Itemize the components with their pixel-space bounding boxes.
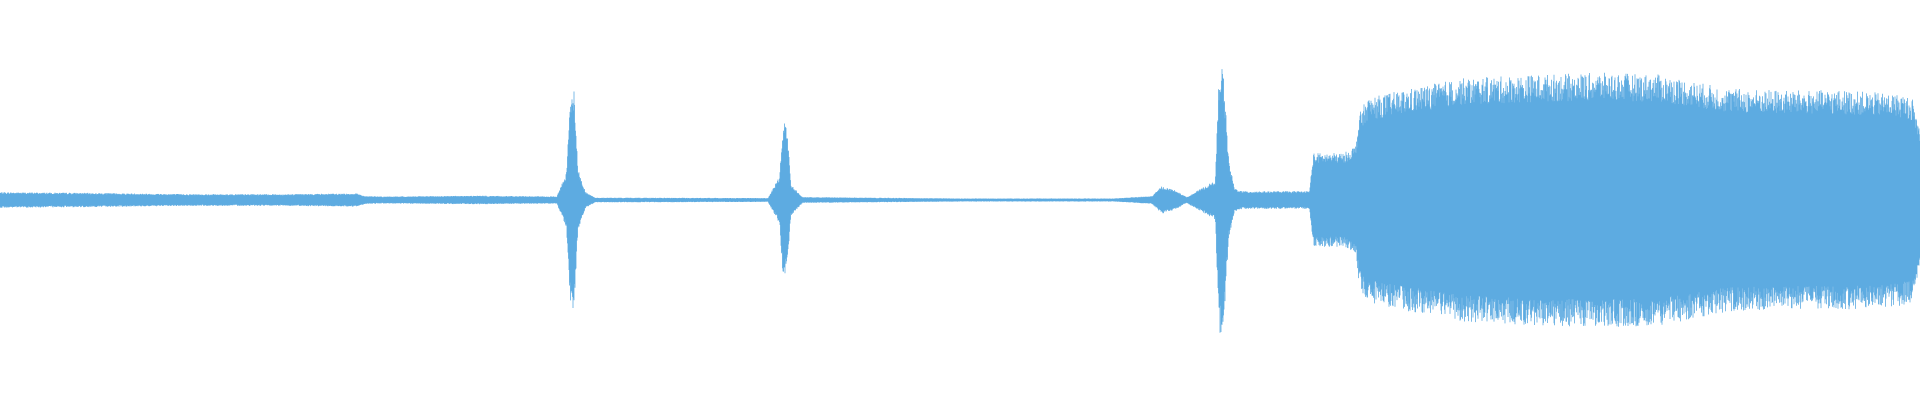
waveform-trace [0, 69, 1920, 333]
waveform-samples [0, 69, 1920, 333]
